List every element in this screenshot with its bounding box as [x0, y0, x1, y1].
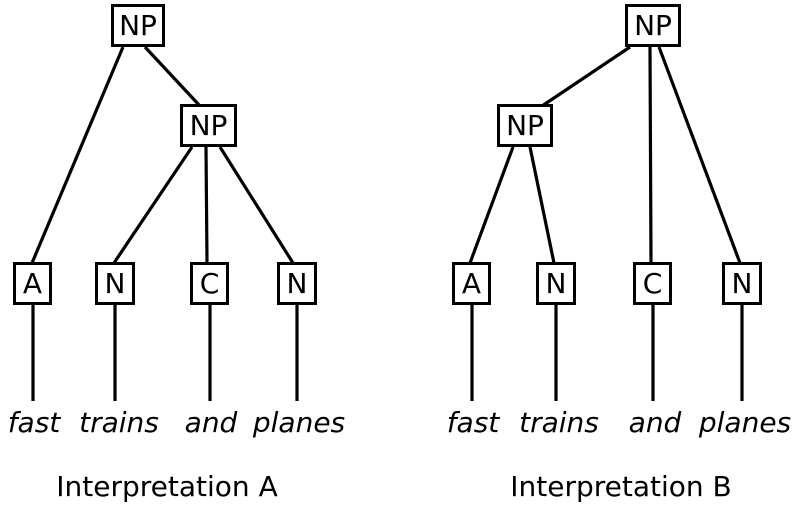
tree-b-leaf-n1-node: N: [536, 262, 576, 305]
tree-a-word-fast: fast: [7, 406, 61, 439]
tree-a-edge-np-to-n1: [112, 146, 194, 264]
tree-a-leaf-a-node: A: [13, 262, 52, 305]
tree-a-root-np-node: NP: [111, 4, 165, 47]
tree-b-edge-root-to-np: [541, 45, 631, 108]
tree-b-edge-np-to-n1: [528, 146, 556, 264]
tree-a-edge-np-to-n2: [218, 146, 295, 264]
tree-a-edge-root-to-np: [143, 45, 202, 108]
tree-a-caption: Interpretation A: [56, 470, 278, 503]
tree-b-root-np-node: NP: [625, 4, 681, 47]
tree-a-mid-np-node: NP: [180, 104, 237, 147]
tree-a-word-planes: planes: [252, 406, 346, 439]
tree-b-caption: Interpretation B: [510, 470, 732, 503]
tree-a-word-and: and: [184, 406, 238, 439]
tree-a-edge-np-to-c: [204, 146, 209, 264]
tree-a-leaf-n1-node: N: [95, 262, 135, 305]
tree-b-edge-root-to-c: [648, 46, 653, 264]
tree-b-mid-np-node: NP: [497, 104, 553, 147]
tree-b-edge-root-to-n2: [657, 46, 742, 264]
tree-b-word-trains: trains: [519, 406, 599, 439]
tree-b-leaf-n2-node: N: [722, 262, 762, 305]
tree-b-word-planes: planes: [698, 406, 792, 439]
tree-b-word-and: and: [628, 406, 682, 439]
tree-b-leaf-a-node: A: [452, 262, 491, 305]
tree-b-edge-np-to-a: [468, 146, 515, 264]
tree-a-leaf-n2-node: N: [277, 262, 317, 305]
tree-a-edge-root-to-a: [30, 46, 125, 264]
tree-a-word-trains: trains: [79, 406, 159, 439]
tree-b-word-fast: fast: [446, 406, 500, 439]
tree-a-leaf-c-node: C: [190, 262, 229, 305]
tree-b-leaf-c-node: C: [633, 262, 672, 305]
